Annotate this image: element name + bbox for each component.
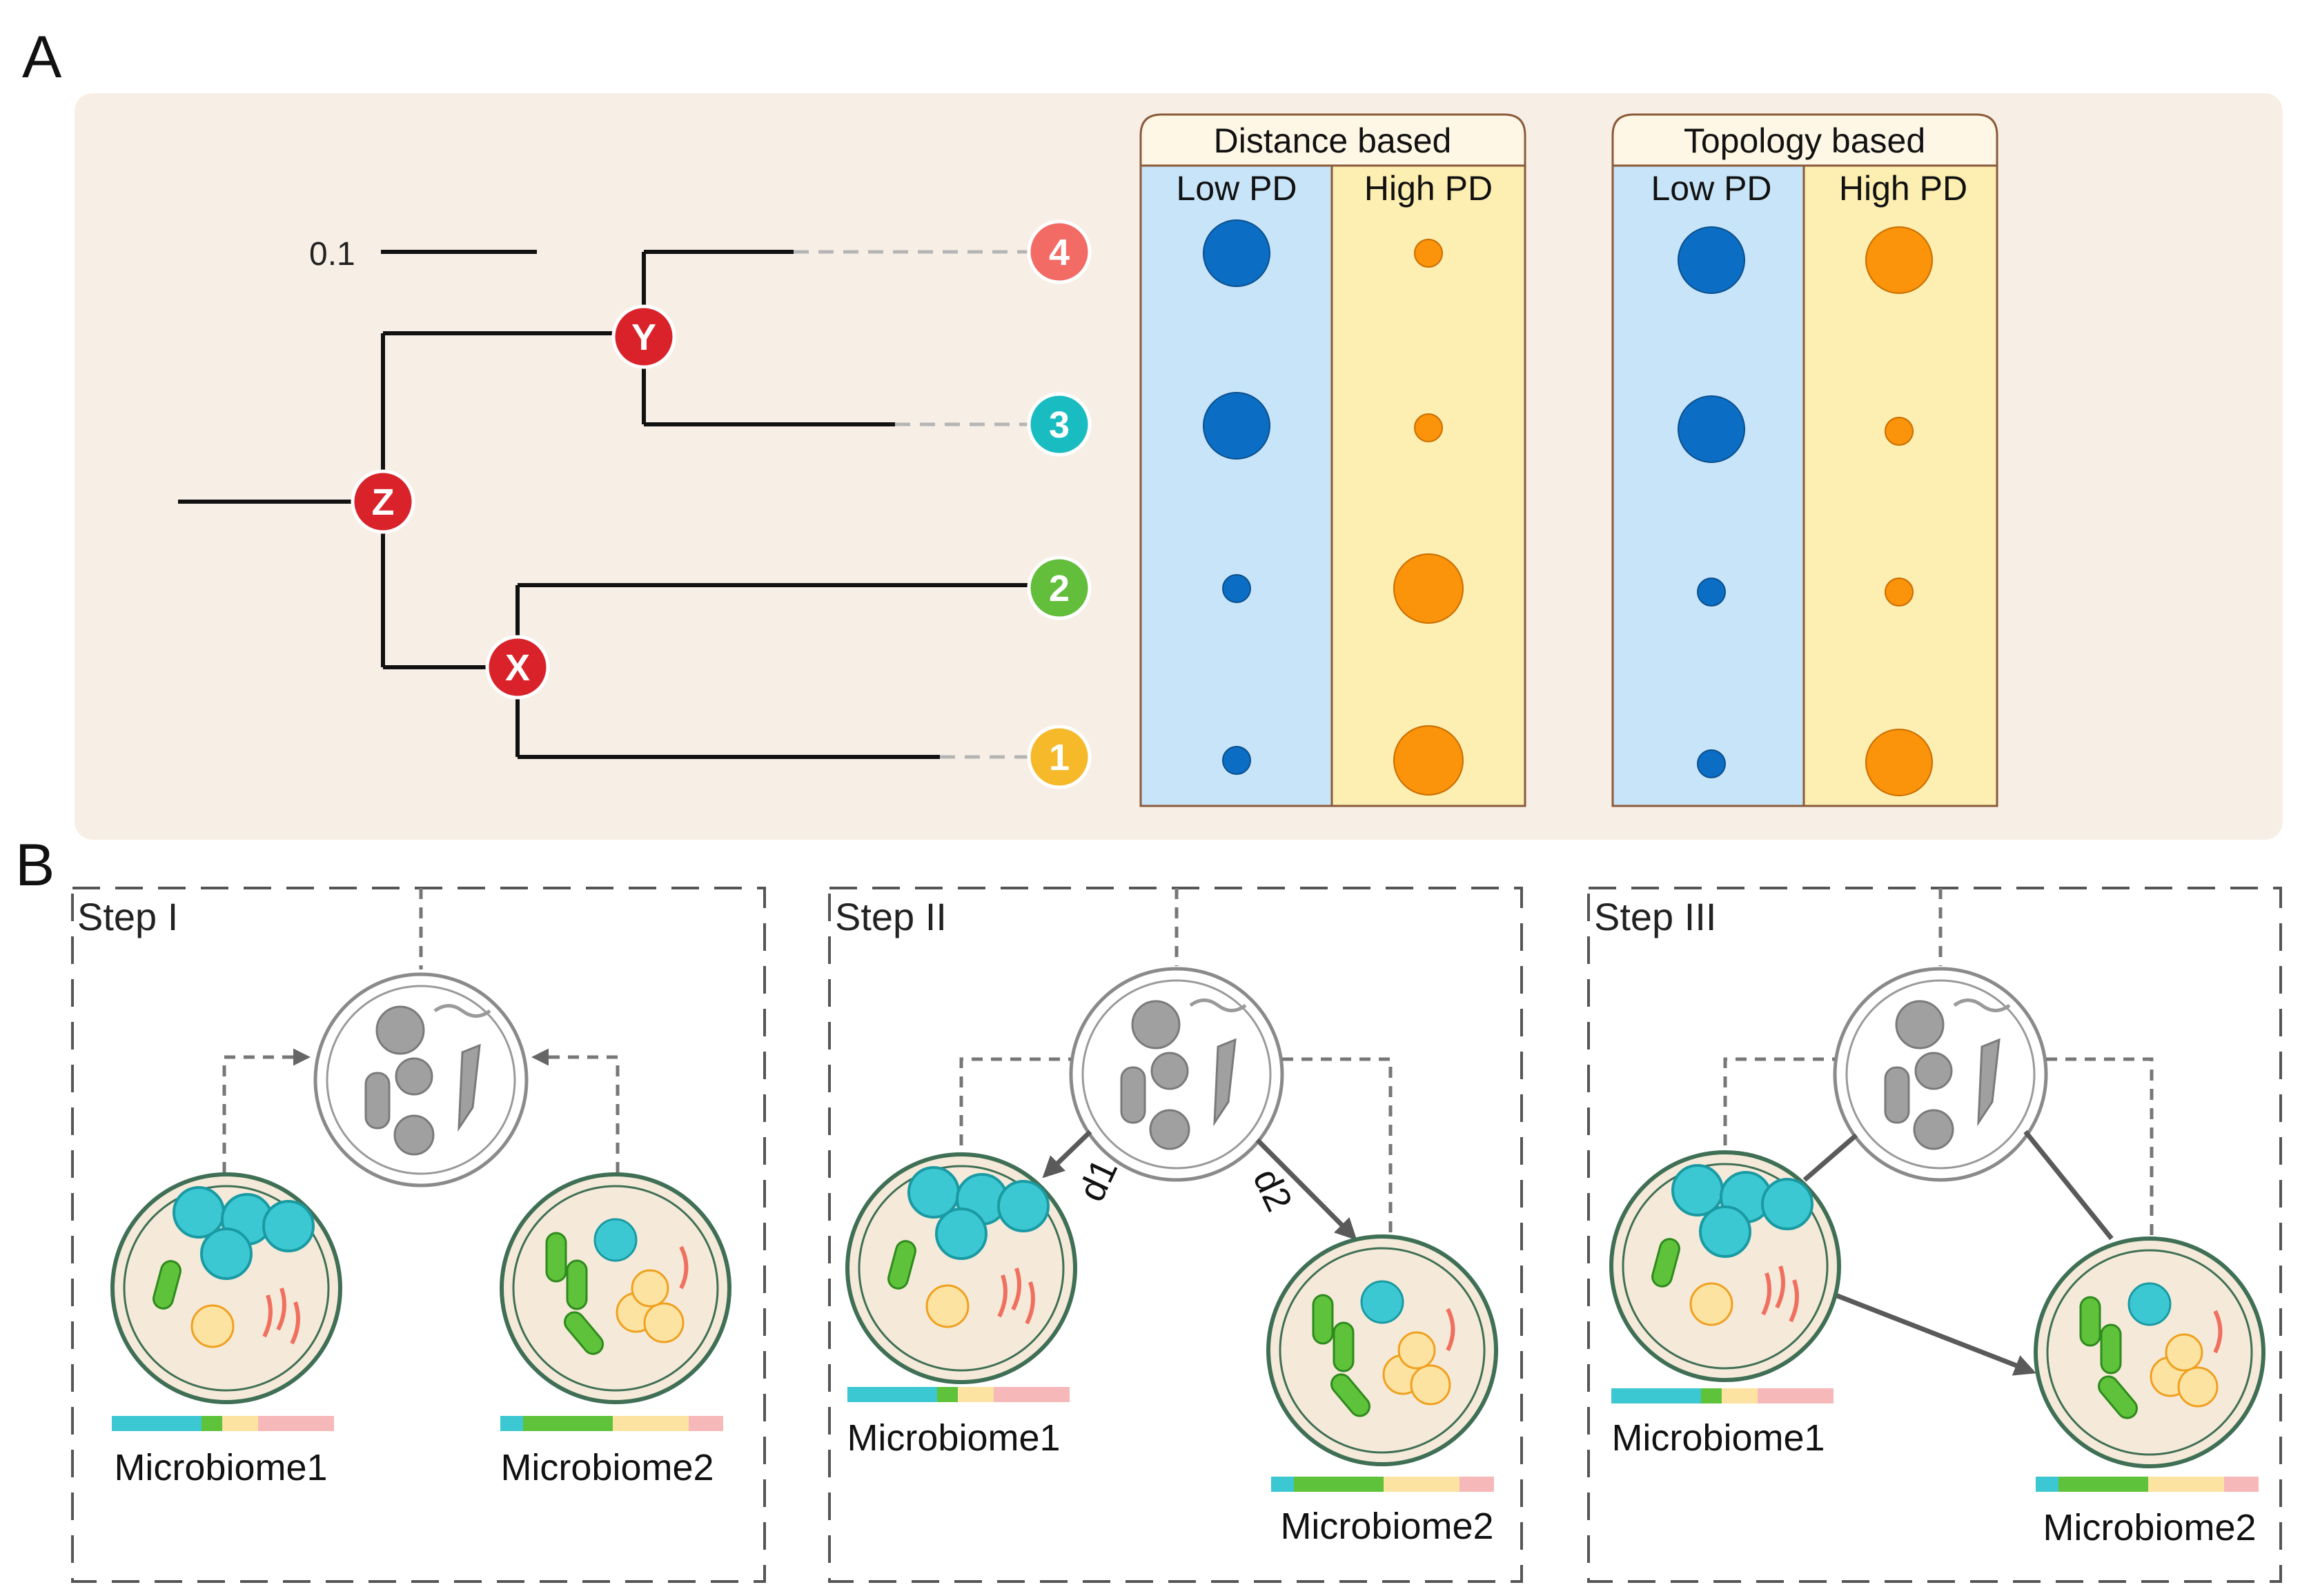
tip-2: 2	[1027, 555, 1092, 620]
pool-dish-1	[313, 972, 529, 1188]
microbiome1-dish-step1	[110, 1172, 342, 1404]
distance-low-circle-2	[1203, 392, 1270, 460]
microbiome2-dish-step3	[2034, 1237, 2265, 1468]
node-y: Y	[611, 304, 676, 369]
distance-high-pd-label: High PD	[1364, 169, 1493, 208]
distance-low-circle-4	[1222, 746, 1251, 775]
svg-text:X: X	[505, 647, 530, 689]
topology-high-circle-3	[1885, 578, 1914, 607]
composition-bar-1-step2	[847, 1387, 1070, 1402]
svg-text:Y: Y	[631, 317, 656, 358]
panel-letter-a: A	[22, 24, 62, 90]
node-z: Z	[351, 469, 415, 534]
distance-high-circle-2	[1414, 413, 1443, 442]
distance-based-title: Distance based	[1214, 121, 1452, 160]
pool-dish-2	[1069, 967, 1284, 1182]
distance-based-box: Distance based Low PD High PD	[1139, 113, 1526, 807]
composition-bar-2-step1	[500, 1416, 723, 1431]
topology-low-circle-4	[1697, 749, 1726, 778]
topology-high-pd-label: High PD	[1839, 169, 1967, 208]
composition-bar-2-step3	[2036, 1477, 2259, 1492]
panel-letter-b: B	[15, 832, 55, 898]
svg-text:4: 4	[1049, 232, 1070, 273]
composition-bar-2-step2	[1271, 1477, 1494, 1492]
distance-d2-label: d2	[1245, 1163, 1300, 1218]
tip-3: 3	[1027, 392, 1092, 457]
scale-bar-label: 0.1	[309, 236, 355, 273]
composition-bar-1-step1	[112, 1416, 334, 1431]
topology-high-circle-2	[1885, 417, 1914, 446]
svg-text:3: 3	[1049, 404, 1070, 446]
topology-low-circle-3	[1697, 578, 1726, 607]
node-x: X	[485, 635, 550, 700]
microbiome1-label-step3: Microbiome1	[1611, 1417, 1825, 1459]
distance-high-circle-4	[1393, 725, 1464, 796]
topology-high-circle-4	[1865, 729, 1933, 796]
topology-based-box: Topology based Low PD High PD	[1611, 113, 1998, 807]
step-3-label: Step III	[1594, 895, 1716, 938]
svg-text:Z: Z	[372, 482, 395, 523]
microbiome2-dish-step2	[1266, 1234, 1498, 1466]
microbiome2-dish-step1	[500, 1172, 731, 1404]
step-2: Step II d1 d2	[828, 887, 1523, 1583]
distance-low-circle-3	[1222, 574, 1251, 603]
distance-high-circle-1	[1414, 239, 1443, 268]
step-1-label: Step I	[77, 895, 178, 938]
svg-text:2: 2	[1049, 568, 1070, 609]
tip-1: 1	[1027, 725, 1092, 789]
topology-based-title: Topology based	[1684, 121, 1925, 160]
microbiome1-label-step1: Microbiome1	[114, 1447, 327, 1488]
svg-text:1: 1	[1049, 737, 1070, 778]
topology-low-pd-label: Low PD	[1651, 169, 1771, 208]
step-2-label: Step II	[835, 895, 947, 938]
distance-high-circle-3	[1393, 553, 1464, 624]
pool-dish-3	[1833, 967, 2048, 1182]
tip-4: 4	[1027, 219, 1092, 284]
topology-low-circle-1	[1678, 226, 1745, 294]
microbiome2-label-step1: Microbiome2	[500, 1447, 714, 1488]
microbiome1-dish-step2	[845, 1152, 1077, 1384]
composition-bar-1-step3	[1611, 1388, 1834, 1403]
step-1: Step I	[71, 887, 766, 1583]
tip-connectors	[794, 250, 1030, 759]
microbiome1-label-step2: Microbiome1	[847, 1417, 1060, 1459]
step-3: Step III	[1587, 887, 2282, 1583]
microbiome1-dish-step3	[1609, 1150, 1841, 1382]
distance-low-circle-1	[1203, 219, 1270, 287]
topology-low-circle-2	[1678, 395, 1745, 463]
microbiome2-label-step2: Microbiome2	[1280, 1506, 1493, 1547]
topology-high-circle-1	[1865, 226, 1933, 294]
microbiome2-label-step3: Microbiome2	[2043, 1507, 2256, 1548]
distance-low-pd-label: Low PD	[1176, 169, 1297, 208]
